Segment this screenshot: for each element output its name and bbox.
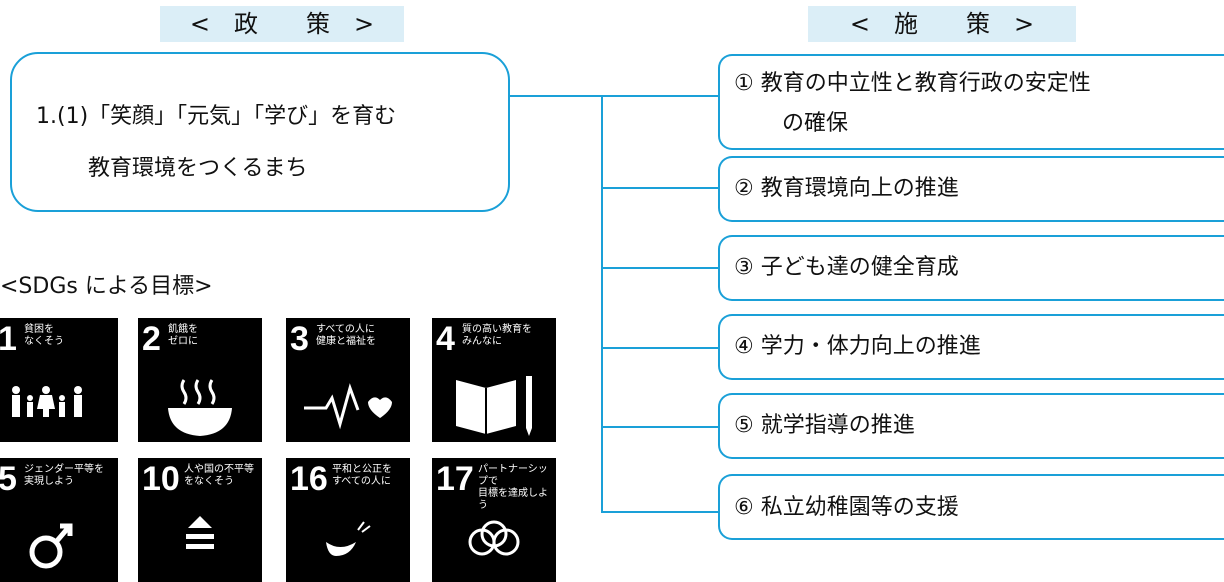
family-icon (12, 386, 82, 417)
policy-title-line1: 1.(1)「笑顔」「元気」「学び」を育む (36, 104, 397, 129)
bowl-icon (168, 379, 232, 436)
connector-branch-5 (601, 426, 718, 428)
sdg-label: 飢餓を ゼロに (168, 324, 198, 347)
measure-box-3: ③ 子ども達の健全育成 (718, 235, 1224, 301)
equality-icon (186, 516, 214, 549)
measure-box-6: ⑥ 私立幼稚園等の支援 (718, 474, 1224, 540)
policy-heading: < 政 策 > (160, 6, 404, 42)
measure-5-text: ⑤ 就学指導の推進 (734, 413, 915, 438)
measures-heading: < 施 策 > (808, 6, 1076, 42)
measure-box-1: ① 教育の中立性と教育行政の安定性 の確保 (718, 54, 1224, 150)
measure-4-text: ④ 学力・体力向上の推進 (734, 334, 981, 359)
sdg-label: 平和と公正を すべての人に (332, 464, 392, 487)
connector-branch-1 (601, 95, 718, 97)
connector-branch-3 (601, 267, 718, 269)
measure-box-5: ⑤ 就学指導の推進 (718, 393, 1224, 459)
policy-title-line2: 教育環境をつくるまち (88, 156, 308, 181)
sdg-number: 4 (436, 320, 455, 358)
measure-2-text: ② 教育環境向上の推進 (734, 176, 959, 201)
sdgs-heading: <SDGs による目標> (0, 274, 213, 299)
sdg-number: 2 (142, 320, 161, 358)
sdg-tile-10: 10 人や国の不平等 をなくそう (138, 458, 262, 582)
sdg-tile-3: 3 すべての人に 健康と福祉を (286, 318, 410, 442)
sdg-tile-1: 1 貧困を なくそう (0, 318, 118, 442)
heartbeat-icon (304, 383, 392, 430)
connector-branch-2 (601, 187, 718, 189)
policy-box: 1.(1)「笑顔」「元気」「学び」を育む 教育環境をつくるまち (10, 52, 510, 212)
measure-box-4: ④ 学力・体力向上の推進 (718, 314, 1224, 380)
sdg-number: 16 (290, 460, 328, 498)
measure-1-line1: ① 教育の中立性と教育行政の安定性 (734, 71, 1091, 96)
measure-6-text: ⑥ 私立幼稚園等の支援 (734, 495, 959, 520)
rings-icon (468, 520, 520, 556)
connector-branch-6 (601, 511, 718, 513)
connector-branch-4 (601, 347, 718, 349)
sdg-label: 貧困を なくそう (24, 324, 64, 347)
sdg-tile-16: 16 平和と公正を すべての人に (286, 458, 410, 582)
measure-1-line2: の確保 (782, 111, 849, 136)
gender-icon (29, 523, 73, 569)
sdg-number: 3 (290, 320, 309, 358)
connector-main (510, 95, 602, 97)
sdg-label: 質の高い教育を みんなに (462, 324, 532, 347)
sdg-tile-5: 5 ジェンダー平等を 実現しよう (0, 458, 118, 582)
sdg-number: 10 (142, 460, 180, 498)
sdg-label: 人や国の不平等 をなくそう (184, 464, 254, 487)
sdg-tile-17: 17 パートナーシップで 目標を達成しよう (432, 458, 556, 582)
sdg-label: すべての人に 健康と福祉を (316, 324, 376, 347)
sdg-number: 17 (436, 460, 474, 498)
connector-trunk (601, 95, 603, 512)
sdg-tile-2: 2 飢餓を ゼロに (138, 318, 262, 442)
sdg-number: 1 (0, 320, 17, 358)
sdg-label: パートナーシップで 目標を達成しよう (478, 464, 548, 511)
measure-3-text: ③ 子ども達の健全育成 (734, 255, 959, 280)
book-pencil-icon (456, 376, 532, 436)
sdg-label: ジェンダー平等を 実現しよう (24, 464, 104, 487)
sdg-number: 5 (0, 460, 17, 498)
measure-box-2: ② 教育環境向上の推進 (718, 156, 1224, 222)
dove-icon (326, 521, 371, 556)
sdg-tile-4: 4 質の高い教育を みんなに (432, 318, 556, 442)
